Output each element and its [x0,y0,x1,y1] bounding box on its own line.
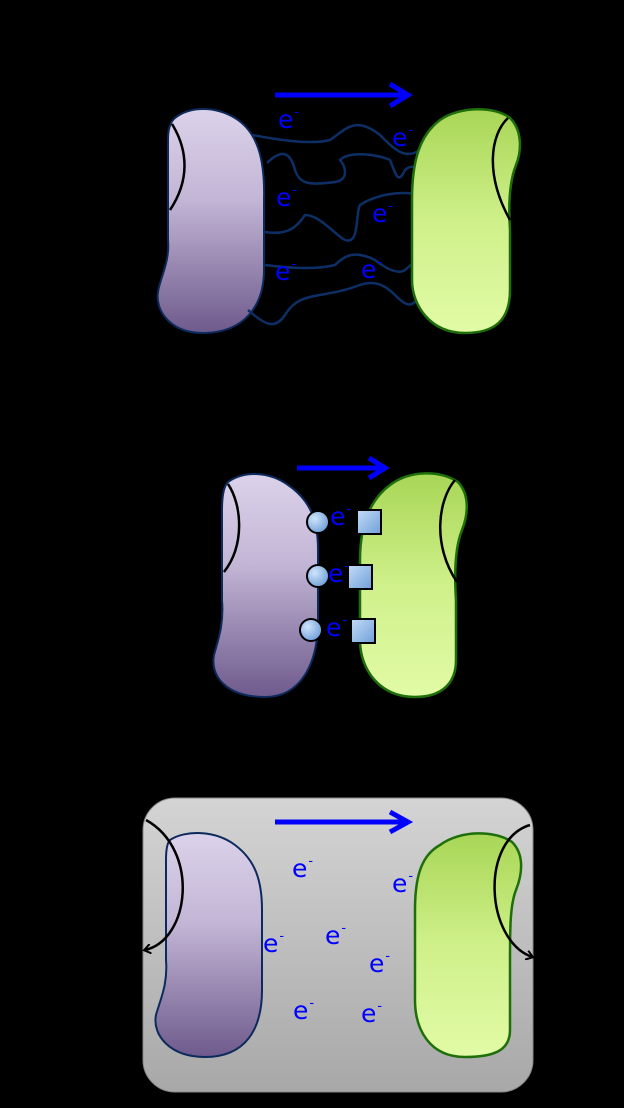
electron-charge: - [346,502,352,517]
electron-symbol: e [293,996,309,1025]
electron-label: e- [275,258,296,284]
electron-flow-arrow [275,809,414,835]
donor-bacterium-cell [145,818,263,1059]
electron-symbol: e [392,123,408,152]
cytochrome-square-3 [350,618,376,644]
donor-bacterium-cell [212,473,319,699]
electron-label: e- [276,184,297,210]
electron-label: e- [278,106,299,132]
cell-division-arc [168,123,186,211]
electron-charge: - [377,255,383,270]
cytochrome-sphere-2 [306,564,330,588]
electron-charge: - [291,257,297,272]
electron-label: e- [325,922,346,948]
electron-charge: - [279,929,285,944]
cell-division-arc [491,117,512,221]
electron-symbol: e [330,502,346,531]
cytochrome-sphere-3 [299,618,323,642]
electron-label: e- [292,855,313,881]
electron-symbol: e [292,854,308,883]
electron-symbol: e [275,257,291,286]
acceptor-bacterium-cell [413,823,532,1059]
electron-symbol: e [372,199,388,228]
electron-label: e- [361,256,382,282]
electron-symbol: e [361,999,377,1028]
cytochrome-square-2 [347,564,373,590]
electron-flow-arrow [297,455,390,481]
electron-label: e- [293,997,314,1023]
electron-label: e- [326,614,347,640]
cell-division-arc [438,479,459,583]
electron-charge: - [308,854,314,869]
cell-division-arc [145,818,184,950]
electron-charge: - [377,999,383,1014]
donor-bacterium-cell [156,108,266,335]
electron-label: e- [369,950,390,976]
donor-cytochrome-spheres [299,510,330,642]
electron-symbol: e [278,105,294,134]
electron-charge: - [341,921,347,936]
electron-label: e- [263,930,284,956]
cell-division-arc [223,483,241,573]
electron-charge: - [342,613,348,628]
electron-label: e- [328,560,349,586]
electron-symbol: e [276,183,292,212]
electron-charge: - [292,183,298,198]
electron-label: e- [392,124,413,150]
electron-charge: - [309,996,315,1011]
panel-nanowire-transfer [156,81,522,335]
electron-label: e- [361,1000,382,1026]
electron-symbol: e [328,559,344,588]
cell-division-arc [493,823,532,957]
electron-symbol: e [369,949,385,978]
electron-symbol: e [263,929,279,958]
electron-charge: - [408,869,414,884]
electron-symbol: e [392,869,408,898]
acceptor-cytochrome-squares [347,509,382,644]
cytochrome-sphere-1 [306,510,330,534]
electron-charge: - [408,123,414,138]
panel-mediated-transfer [143,797,533,1093]
electron-charge: - [294,105,300,120]
electron-symbol: e [325,921,341,950]
electron-symbol: e [326,613,342,642]
electron-label: e- [372,200,393,226]
acceptor-bacterium-cell [410,108,522,335]
cytochrome-square-1 [356,509,382,535]
nanowires [247,123,467,326]
panel-direct-contact-transfer [212,455,468,699]
electron-label: e- [330,503,351,529]
electron-charge: - [385,949,391,964]
electron-charge: - [344,559,350,574]
electron-charge: - [388,199,394,214]
electron-symbol: e [361,255,377,284]
acceptor-bacterium-cell [358,472,468,699]
electron-flow-arrow [275,81,413,109]
electron-label: e- [392,870,413,896]
